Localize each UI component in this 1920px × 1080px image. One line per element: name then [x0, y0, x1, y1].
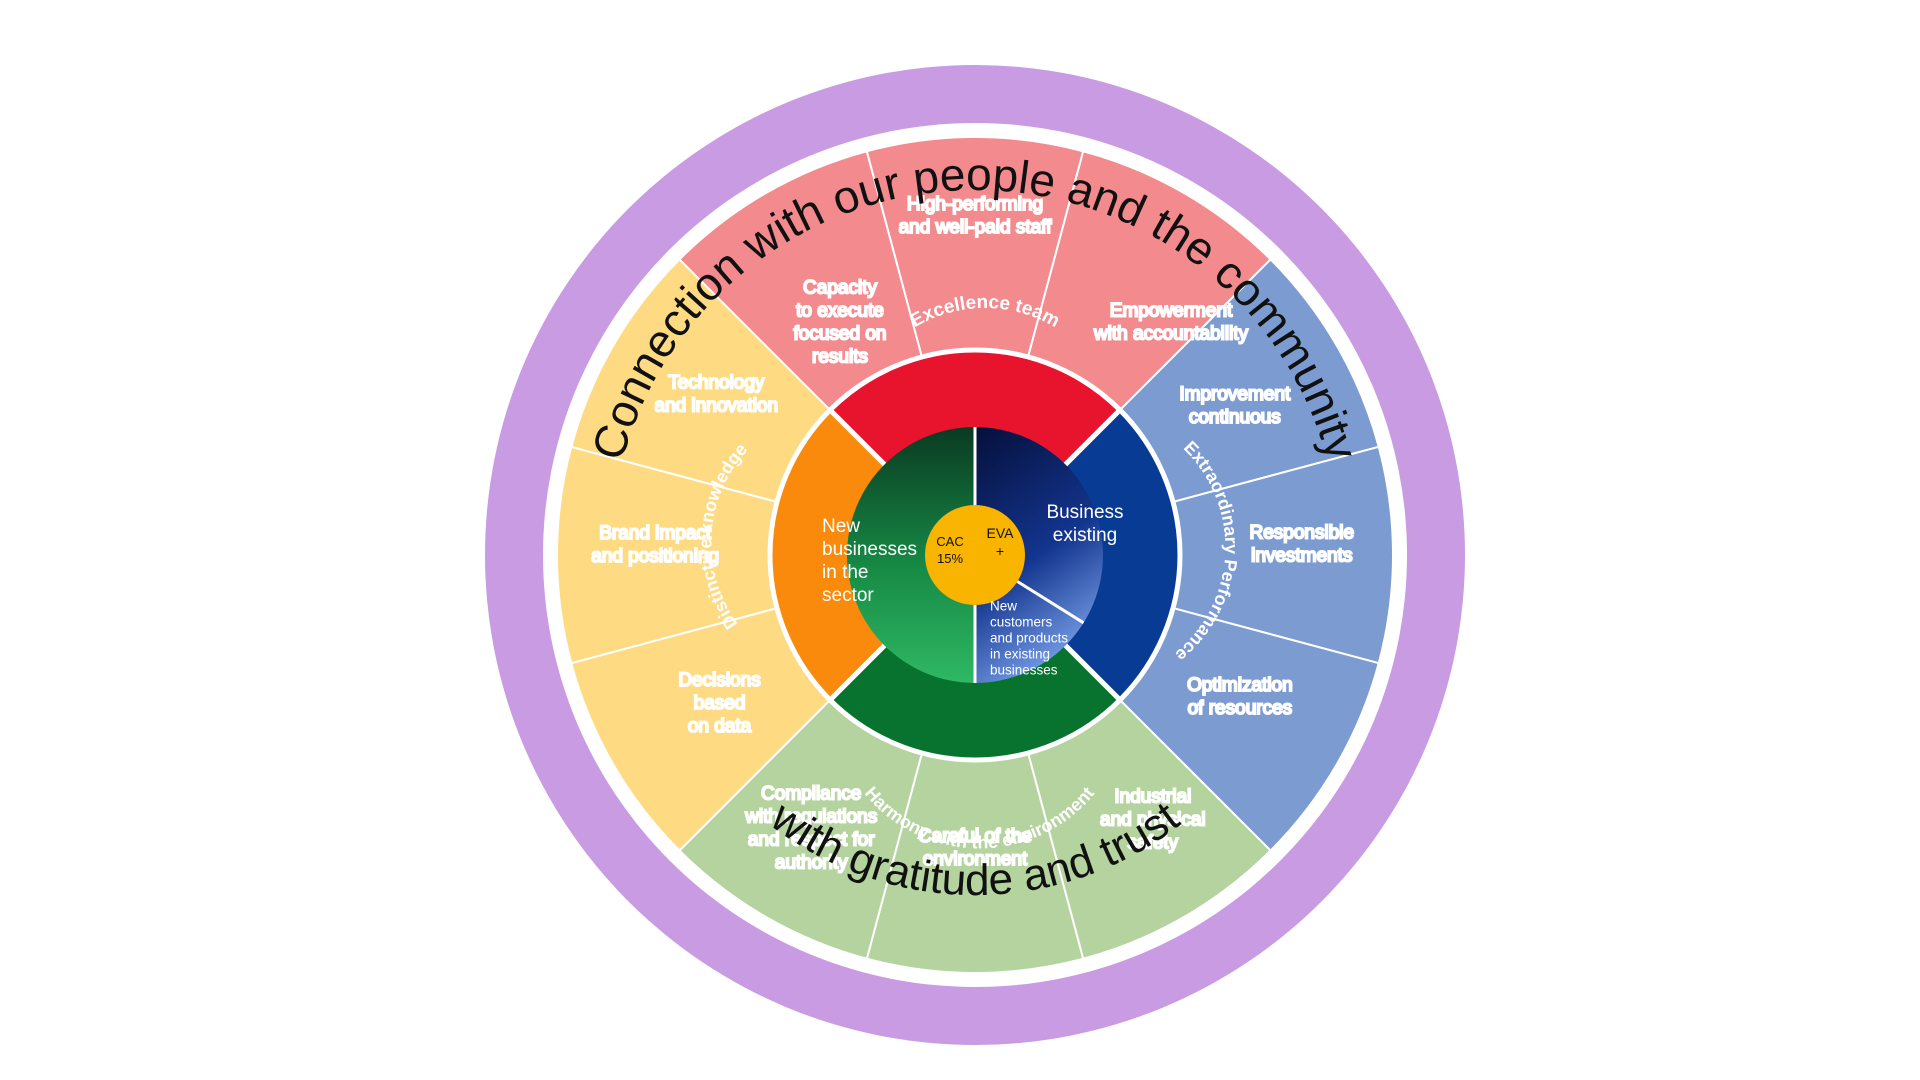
core-center-label-right: EVA+ — [987, 525, 1015, 559]
core-left-half — [847, 427, 975, 683]
core-center-circle — [925, 505, 1025, 605]
core-right-half — [975, 427, 1103, 683]
